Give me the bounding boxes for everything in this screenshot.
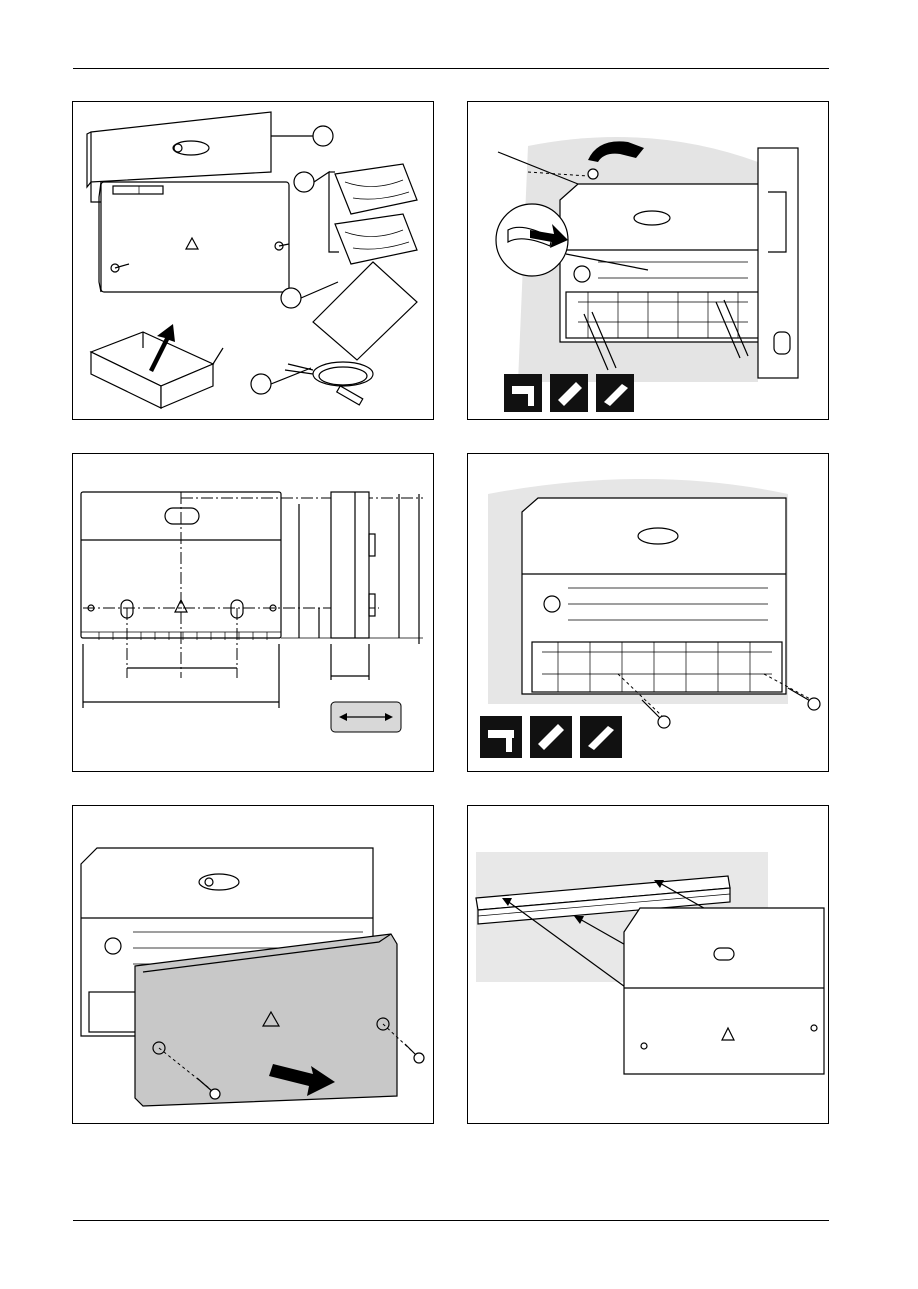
panel-din-rail-mounting <box>467 805 829 1124</box>
wall-module-illustration <box>522 498 786 694</box>
manual-sheet-illustration <box>313 262 417 360</box>
sensor-cable-illustration <box>285 362 373 405</box>
footer-rule <box>73 1220 829 1221</box>
plastic-bags-illustration <box>335 164 417 264</box>
control-box-illustration <box>87 112 289 292</box>
panel-scope-of-delivery <box>72 101 434 420</box>
package-box-illustration <box>91 324 223 408</box>
tool-icons <box>480 716 622 758</box>
dimension-scale-label <box>331 702 401 732</box>
tool-icons <box>504 374 634 412</box>
front-view-drawing <box>81 492 423 678</box>
panel-dimensions <box>72 453 434 772</box>
module-closed-illustration <box>624 908 824 1074</box>
panel-remove-front-cover <box>72 805 434 1124</box>
side-view-drawing <box>331 492 375 638</box>
header-rule <box>73 68 829 69</box>
panel-remove-upper-cover <box>467 101 829 420</box>
panel-wall-mounting <box>467 453 829 772</box>
